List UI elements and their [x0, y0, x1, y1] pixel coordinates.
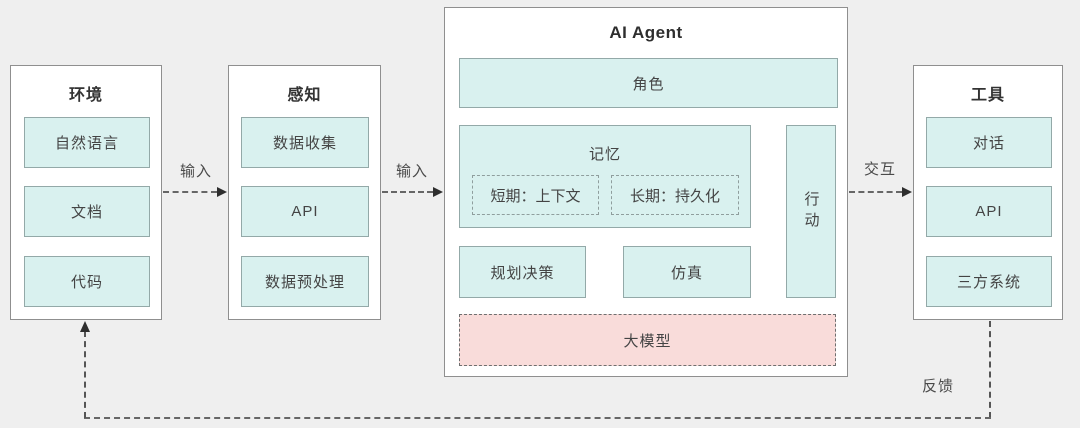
tools-group: 工具 对话 API 三方系统 — [913, 65, 1063, 320]
arrowhead-feedback — [80, 321, 90, 332]
flow-label-interact: 交互 — [863, 161, 896, 178]
flow-label-feedback: 反馈 — [921, 378, 954, 395]
ai-agent-group: AI Agent 角色 记忆 短期：上下文 长期：持久化 行动 规划决策 仿真 … — [444, 7, 848, 377]
node-tools-api: API — [926, 186, 1052, 237]
node-document: 文档 — [24, 186, 150, 237]
node-data-collection: 数据收集 — [241, 117, 369, 168]
node-natural-language: 自然语言 — [24, 117, 150, 168]
node-code: 代码 — [24, 256, 150, 307]
flow-line-interact — [849, 191, 902, 193]
feedback-line-right — [989, 321, 991, 418]
arrowhead-interact — [902, 187, 912, 197]
perception-group: 感知 数据收集 API 数据预处理 — [228, 65, 381, 320]
flow-label-input-2: 输入 — [395, 163, 428, 180]
flow-label-input-1: 输入 — [179, 163, 212, 180]
flow-line-input-2 — [382, 191, 433, 193]
node-action: 行动 — [786, 125, 836, 298]
feedback-line-bottom — [84, 417, 991, 419]
node-long-term-memory: 长期：持久化 — [611, 175, 739, 215]
environment-group: 环境 自然语言 文档 代码 — [10, 65, 162, 320]
tools-title: 工具 — [970, 87, 1005, 104]
perception-title: 感知 — [287, 87, 322, 104]
action-label: 行动 — [802, 190, 820, 233]
node-third-party-system: 三方系统 — [926, 256, 1052, 307]
arrowhead-input-2 — [433, 187, 443, 197]
node-planning-decision: 规划决策 — [459, 246, 586, 298]
node-large-model: 大模型 — [459, 314, 836, 366]
node-simulation: 仿真 — [623, 246, 751, 298]
node-dialogue: 对话 — [926, 117, 1052, 168]
environment-title: 环境 — [68, 87, 103, 104]
node-data-preprocessing: 数据预处理 — [241, 256, 369, 307]
node-memory: 记忆 短期：上下文 长期：持久化 — [459, 125, 751, 228]
node-role: 角色 — [459, 58, 838, 108]
memory-title: 记忆 — [588, 146, 621, 163]
feedback-line-left — [84, 331, 86, 418]
node-short-term-memory: 短期：上下文 — [472, 175, 599, 215]
node-api: API — [241, 186, 369, 237]
flow-line-input-1 — [163, 191, 217, 193]
arrowhead-input-1 — [217, 187, 227, 197]
ai-agent-title: AI Agent — [609, 23, 683, 42]
